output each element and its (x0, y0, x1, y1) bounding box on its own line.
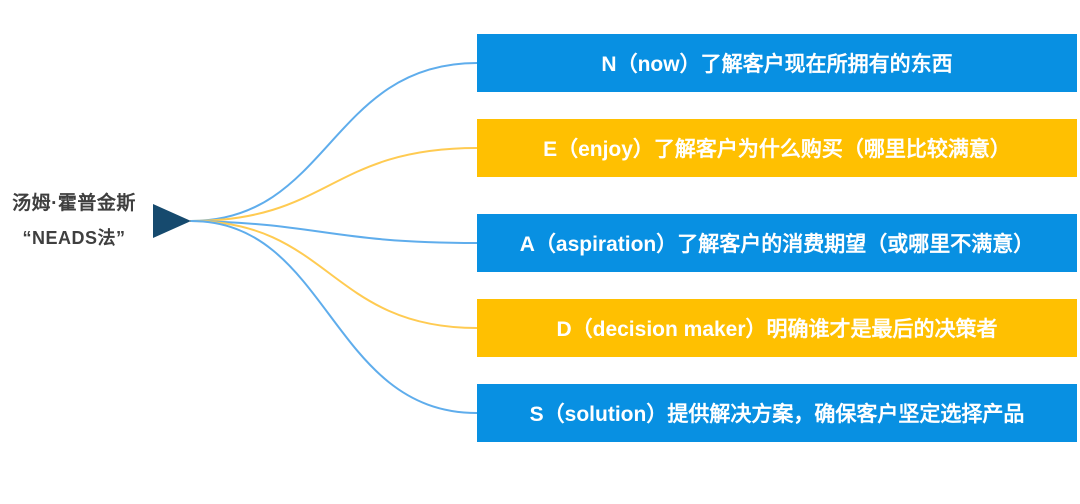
branch-label-now: N（now）了解客户现在所拥有的东西 (601, 53, 953, 76)
branch-curve-solution (190, 220, 478, 414)
branch-box-enjoy[interactable]: E（enjoy）了解客户为什么购买（哪里比较满意） (477, 119, 1077, 177)
branch-box-decision-maker[interactable]: D（decision maker）明确谁才是最后的决策者 (477, 299, 1077, 357)
root-node-triangle[interactable] (153, 204, 191, 238)
root-node-label[interactable]: 汤姆·霍普金斯 “NEADS法” (2, 186, 146, 256)
branch-label-solution: S（solution）提供解决方案，确保客户坚定选择产品 (529, 403, 1025, 426)
branch-label-aspiration: A（aspiration）了解客户的消费期望（或哪里不满意） (519, 233, 1035, 256)
branch-box-aspiration[interactable]: A（aspiration）了解客户的消费期望（或哪里不满意） (477, 214, 1077, 272)
root-title-line2: “NEADS法” (22, 228, 126, 248)
branch-curve-aspiration (190, 220, 478, 244)
branch-curve-enjoy (190, 147, 478, 222)
branch-curve-decision-maker (190, 220, 478, 329)
branch-box-now[interactable]: N（now）了解客户现在所拥有的东西 (477, 34, 1077, 92)
branch-curve-now (190, 62, 478, 222)
root-title-line1: 汤姆·霍普金斯 (12, 193, 136, 214)
branch-label-decision-maker: D（decision maker）明确谁才是最后的决策者 (556, 318, 998, 341)
branch-label-enjoy: E（enjoy）了解客户为什么购买（哪里比较满意） (543, 138, 1011, 161)
branch-box-solution[interactable]: S（solution）提供解决方案，确保客户坚定选择产品 (477, 384, 1077, 442)
